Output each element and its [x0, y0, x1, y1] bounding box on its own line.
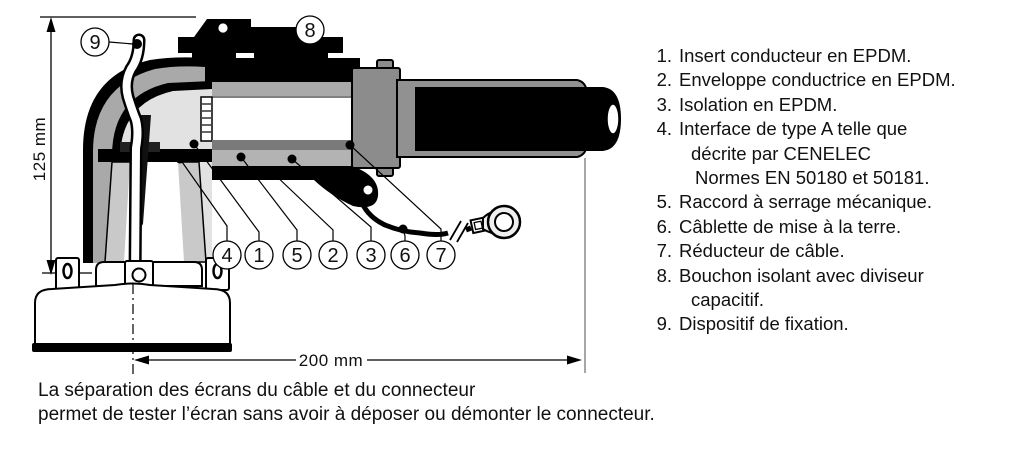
legend-item-text: Raccord à serrage mécanique. — [679, 191, 932, 213]
mounting-bracket-left — [55, 257, 80, 291]
callout-leaders — [108, 27, 442, 241]
legend-item-text: Insert conducteur en EPDM. — [679, 45, 912, 66]
legend-item: 5. Raccord à serrage mécanique. — [646, 190, 1022, 214]
width-dimension-label: 200 mm — [299, 351, 363, 370]
dimension-width-200mm: 200 mm — [134, 158, 586, 373]
callout-3: 3 — [356, 240, 386, 270]
legend-item-number: 1. — [656, 45, 672, 66]
mechanical-connector — [200, 96, 213, 142]
callout-4-label: 4 — [221, 245, 232, 267]
legend-item-text: Bouchon isolant avec diviseur capacitif. — [679, 264, 924, 311]
legend-item-text: Câblette de mise à la terre. — [679, 215, 902, 237]
legend-item-number: 8. — [656, 264, 672, 286]
legend-item-number: 9. — [656, 313, 672, 335]
figure-caption: La séparation des écrans du câble et du … — [38, 379, 738, 426]
legend-item: 9. Dispositif de fixation. — [646, 312, 1022, 336]
callout-2: 2 — [318, 240, 348, 270]
callout-7-label: 7 — [435, 245, 446, 267]
callout-3-label: 3 — [365, 245, 376, 267]
legend-item: 2. Enveloppe conductrice en EPDM. — [646, 68, 1022, 92]
height-dimension-label: 125 mm — [30, 117, 49, 181]
legend-item: 6. Câblette de mise à la terre. — [646, 215, 1022, 239]
cable-entrance-collar — [351, 59, 401, 177]
legend-item: 3. Isolation en EPDM. — [646, 93, 1022, 117]
legend-item-number: 4. — [656, 118, 672, 140]
callout-8: 8 — [295, 15, 325, 45]
legend-item-number: 3. — [656, 93, 672, 115]
callout-1-label: 1 — [253, 245, 264, 267]
caption-line-2: permet de tester l’écran sans avoir à dé… — [38, 403, 655, 425]
callout-1: 1 — [244, 240, 274, 270]
legend-item-text: Enveloppe conductrice en EPDM. — [679, 69, 956, 91]
callout-9: 9 — [80, 27, 110, 57]
legend-item-number: 5. — [656, 191, 672, 213]
callout-6-label: 6 — [399, 245, 410, 267]
legend-item: 7. Réducteur de câble. — [646, 239, 1022, 263]
caption-line-1: La séparation des écrans du câble et du … — [38, 380, 476, 401]
cable-sheath — [415, 87, 621, 151]
parts-legend: 1. Insert conducteur en EPDM. 2. Envelop… — [646, 44, 1022, 337]
callout-5-label: 5 — [291, 245, 302, 267]
legend-item-number: 7. — [656, 240, 672, 262]
legend-item: 1. Insert conducteur en EPDM. — [646, 44, 1022, 68]
legend-item-number: 2. — [656, 69, 672, 91]
callout-9-label: 9 — [89, 32, 100, 54]
legend-item-text: Dispositif de fixation. — [679, 313, 849, 335]
callout-6: 6 — [390, 240, 420, 270]
grounding-braid — [357, 197, 522, 243]
callout-4: 4 — [212, 240, 242, 270]
legend-item-number: 6. — [656, 215, 672, 237]
callout-5: 5 — [282, 240, 312, 270]
callout-dots — [132, 21, 408, 234]
legend-item-text: Interface de type A telle que décrite pa… — [679, 118, 930, 189]
callout-7: 7 — [426, 240, 456, 270]
connector-base — [32, 257, 232, 374]
callout-2-label: 2 — [327, 245, 338, 267]
legend-item: 8. Bouchon isolant avec diviseur capacit… — [646, 264, 1022, 313]
connector-body — [83, 19, 621, 285]
legend-item: 4. Interface de type A telle que décrite… — [646, 117, 1022, 190]
legend-item-text: Réducteur de câble. — [679, 240, 845, 262]
callout-balloons: 9 8 4 1 5 2 3 6 — [80, 15, 456, 270]
legend-item-text: Isolation en EPDM. — [679, 93, 838, 115]
dimension-height-125mm: 125 mm — [30, 16, 196, 275]
callout-8-label: 8 — [304, 20, 315, 42]
